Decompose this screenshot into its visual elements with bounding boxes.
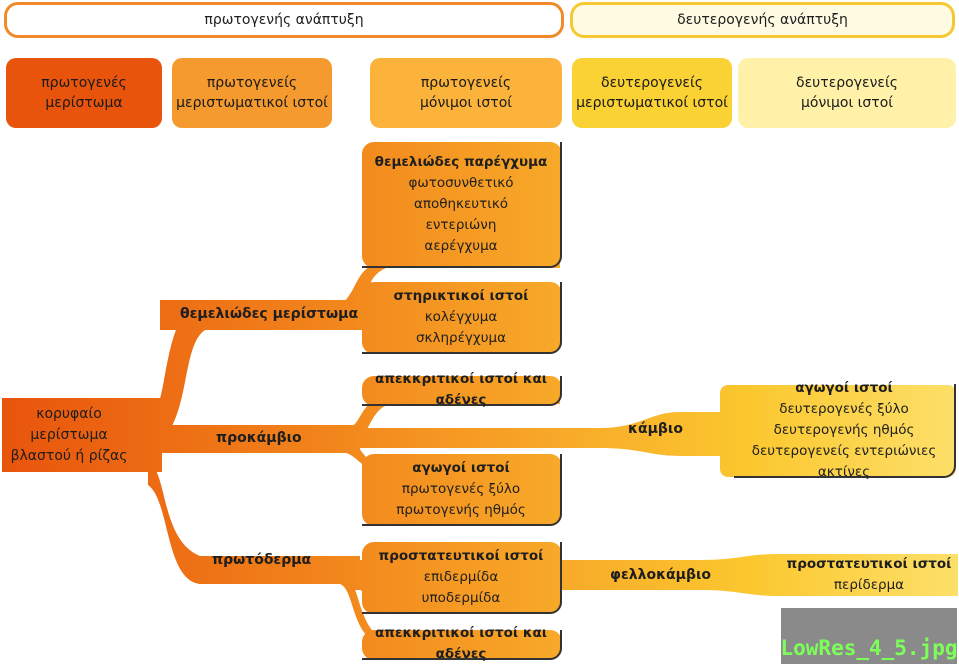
secretory2-box-bg [362, 630, 562, 660]
procambium-label: προκάμβιο [216, 430, 302, 446]
secondary-vascular-fill [720, 385, 956, 477]
watermark: LowRes_4_5.jpg [780, 608, 958, 664]
secondary-growth-label: δευτερογενής ανάπτυξη [677, 12, 848, 28]
primary-vascular-box: αγωγοί ιστοί πρωτογενές ξύλο πρωτογενής … [362, 454, 562, 526]
secondary-growth-header: δευτερογενής ανάπτυξη [570, 2, 955, 38]
phellogen-label: φελλοκάμβιο [610, 567, 712, 583]
ground-meristem-label: θεμελιώδες μερίστωμα [180, 306, 359, 322]
primary-protective-box: προστατευτικοί ιστοί επιδερμίδα υποδερμί… [362, 542, 562, 614]
support-box-bg [362, 282, 562, 354]
secondary-protective-box: προστατευτικοί ιστοί περίδερμα [786, 556, 952, 593]
protoderm-label: πρωτόδερμα [212, 552, 312, 568]
parenchyma-box-bg [362, 142, 562, 268]
protoderm-branch [148, 462, 360, 584]
secretory-tissues-box: απεκκριτικοί ιστοί και αδένες [362, 371, 562, 408]
watermark-text: LowRes_4_5.jpg [780, 636, 958, 660]
primary-growth-label: πρωτογενής ανάπτυξη [204, 12, 364, 28]
support-tissues-box: στηρικτικοί ιστοί κολέγχυμα σκληρέγχυμα [362, 282, 562, 354]
vascular-primary-box-bg [362, 454, 562, 526]
ground-meristem-branch [148, 300, 340, 440]
secretory1-box-bg [362, 376, 562, 406]
secondary-vascular-box: αγωγοί ιστοί δευτερογενές ξύλο δευτερογε… [734, 380, 956, 480]
cambium-bar [350, 412, 730, 456]
primary-growth-header: πρωτογενής ανάπτυξη [4, 2, 564, 38]
ground-parenchyma-box: θεμελιώδες παρέγχυμα φωτοσυνθετικό αποθη… [362, 142, 562, 268]
ground-meristem-bar [160, 300, 370, 330]
root-connector [2, 398, 162, 472]
apical-meristem-label: κορυφαίο μερίστωμα βλαστού ή ρίζας [10, 406, 128, 464]
protective-primary-box-bg [362, 542, 562, 614]
cambium-label: κάμβιο [628, 421, 683, 437]
secretory-tissues-box-2: απεκκριτικοί ιστοί και αδένες [362, 625, 562, 662]
procambium-bar [150, 425, 360, 453]
